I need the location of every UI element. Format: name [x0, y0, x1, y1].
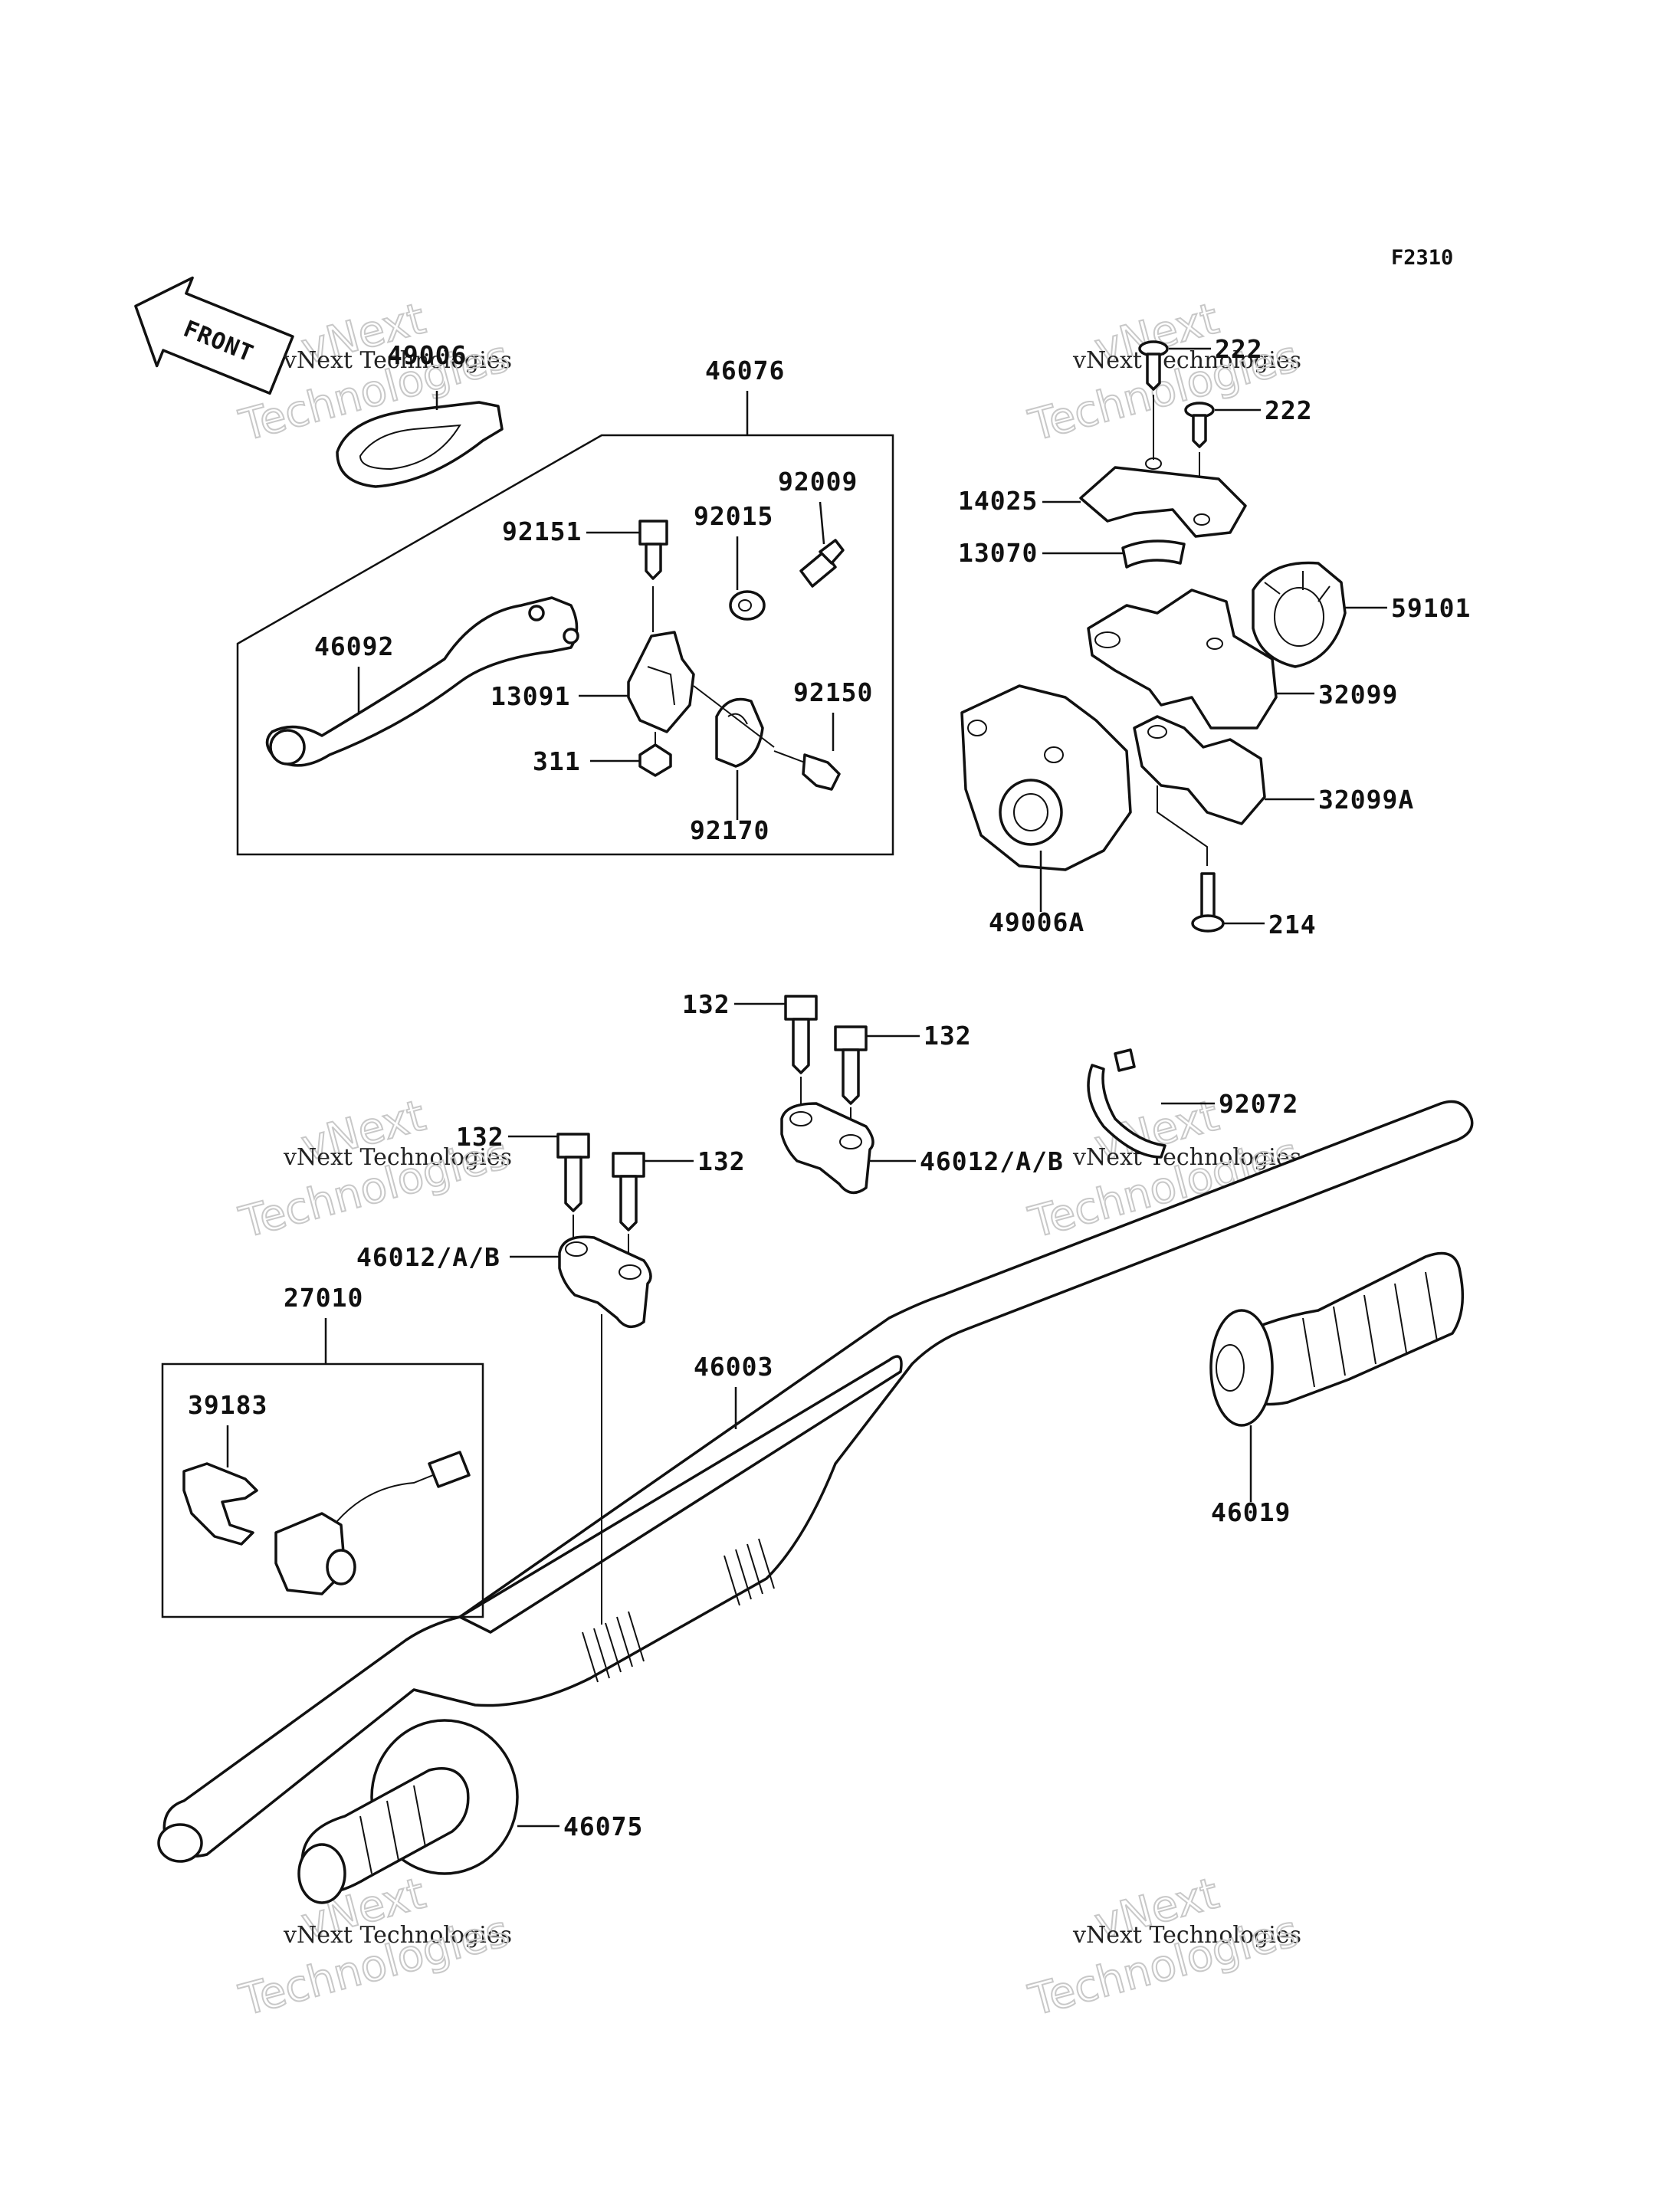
callout-49006: 49006 [387, 340, 467, 370]
callout-92170: 92170 [690, 815, 769, 845]
callout-92072: 92072 [1219, 1089, 1298, 1119]
nut-311 [638, 743, 672, 777]
handlebar-clamp-46012-b [558, 1235, 652, 1329]
clip-39183 [182, 1462, 258, 1546]
callout-13091: 13091 [491, 681, 570, 711]
callout-46076: 46076 [705, 356, 785, 385]
callout-46092: 46092 [314, 631, 394, 661]
callout-92150: 92150 [793, 677, 873, 707]
handlebar-clamp-46012-a [780, 1102, 874, 1195]
callout-132-c: 132 [456, 1122, 504, 1152]
callout-46012-b: 46012/A/B [356, 1242, 500, 1272]
callout-46012-a: 46012/A/B [920, 1146, 1064, 1176]
svg-text:vNext Technologies: vNext Technologies [1072, 1922, 1301, 1949]
callout-92015: 92015 [694, 501, 773, 531]
band-clamp-92072 [1087, 1048, 1166, 1159]
svg-text:vNext Technologies: vNext Technologies [283, 347, 512, 374]
screw-214 [1191, 872, 1225, 933]
diagram-code: F2310 [1391, 246, 1453, 270]
clutch-lever-46092 [265, 596, 579, 767]
callout-32099A: 32099A [1318, 785, 1414, 815]
handlebar-46003 [157, 1100, 1474, 1863]
bolt-132-c [556, 1133, 590, 1212]
callout-222-a: 222 [1215, 334, 1263, 364]
plate-13070 [1121, 539, 1186, 569]
callout-214: 214 [1268, 910, 1317, 939]
callout-46019: 46019 [1211, 1497, 1291, 1527]
lever-bracket-13091 [627, 631, 695, 733]
nut-92015 [729, 590, 766, 621]
clamp-92170 [715, 697, 764, 768]
callout-27010: 27010 [284, 1283, 363, 1313]
bolt-132-b [834, 1025, 868, 1105]
callout-222-b: 222 [1265, 395, 1313, 425]
screw-222-b [1184, 402, 1215, 448]
front-arrow-icon: FRONT [134, 276, 294, 395]
bolt-132-d [612, 1152, 645, 1231]
callout-39183: 39183 [188, 1390, 267, 1420]
svg-text:vNext Technologies: vNext Technologies [1072, 347, 1301, 374]
throttle-housing-32099 [1087, 589, 1278, 730]
adjuster-92009 [799, 539, 845, 588]
callout-32099: 32099 [1318, 680, 1398, 710]
svg-text:vNext Technologies: vNext Technologies [283, 1922, 512, 1949]
callout-132-a: 132 [682, 989, 730, 1019]
throttle-cover-49006A [960, 684, 1132, 871]
callout-92009: 92009 [778, 467, 858, 497]
callout-132-b: 132 [924, 1021, 972, 1051]
throttle-pulley-59101 [1252, 561, 1347, 668]
throttle-housing-32099A [1133, 715, 1266, 825]
callout-311: 311 [533, 746, 581, 776]
callout-14025: 14025 [958, 486, 1038, 516]
callout-132-d: 132 [697, 1146, 746, 1176]
callout-46003: 46003 [694, 1352, 773, 1382]
assembly-box-27010 [161, 1362, 484, 1618]
bolt-92151 [638, 520, 668, 580]
bolt-132-a [784, 995, 818, 1074]
kill-switch-27010 [274, 1451, 471, 1595]
svg-text:vNext Technologies: vNext Technologies [283, 1144, 512, 1171]
bolt-92150 [773, 750, 841, 791]
callout-46075: 46075 [563, 1812, 643, 1841]
lever-cover-49006 [336, 391, 504, 488]
grip-46075 [297, 1719, 519, 1904]
callout-92151: 92151 [502, 516, 582, 546]
throttle-cover-14025 [1079, 457, 1247, 538]
callout-59101: 59101 [1391, 593, 1471, 623]
svg-text:vNext Technologies: vNext Technologies [1072, 1144, 1301, 1171]
callout-49006A: 49006A [989, 907, 1084, 937]
callout-13070: 13070 [958, 538, 1038, 568]
assembly-box-46076 [236, 434, 894, 856]
grip-46019 [1209, 1251, 1465, 1427]
screw-222-a [1138, 340, 1169, 391]
